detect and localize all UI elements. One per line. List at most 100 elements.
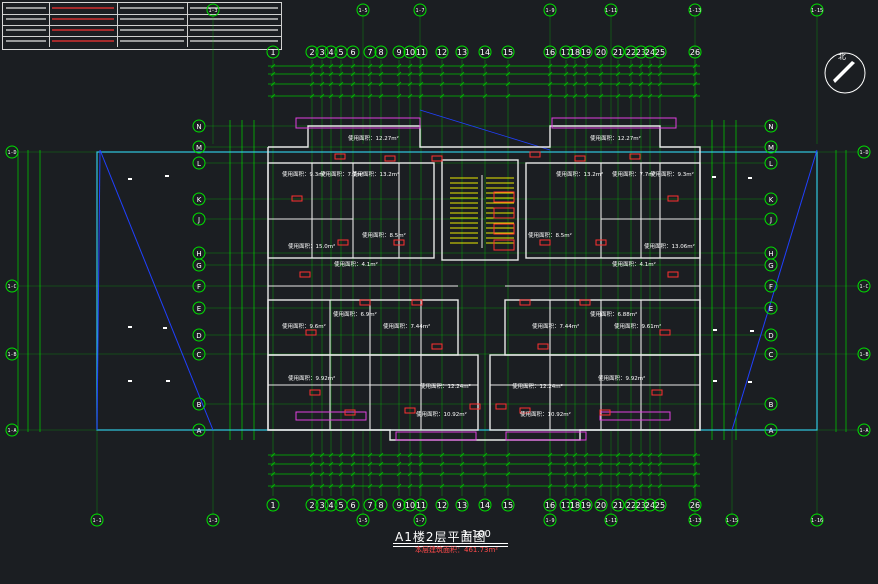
axis-label: F xyxy=(769,283,773,291)
room-area-label: 使用面积：15.0m² xyxy=(288,242,335,250)
axis-bubble xyxy=(392,498,406,512)
axis-bubble xyxy=(324,45,338,59)
fixture-mark xyxy=(667,195,679,202)
axis-bubble xyxy=(688,498,702,512)
outer-axis-label: 1-9 xyxy=(545,8,554,14)
axis-bubble xyxy=(624,498,638,512)
slab-marker xyxy=(166,380,170,382)
axis-bubble xyxy=(192,258,206,272)
axis-label: 13 xyxy=(457,501,467,510)
stair-label-box xyxy=(493,191,515,203)
outer-axis-label: 1-3 xyxy=(208,518,217,524)
axis-label: 24 xyxy=(645,501,655,510)
axis-label: 25 xyxy=(655,48,665,57)
balcony xyxy=(295,117,421,129)
outer-axis-label: 1-7 xyxy=(415,518,424,524)
axis-bubble xyxy=(764,212,778,226)
axis-label: 23 xyxy=(636,48,646,57)
axis-label: 26 xyxy=(690,48,700,57)
axis-label: 22 xyxy=(626,48,636,57)
axis-label: M xyxy=(768,144,774,152)
axis-label: J xyxy=(769,216,772,224)
axis-bubble xyxy=(764,258,778,272)
outer-axis-bubble xyxy=(413,3,427,17)
balcony xyxy=(395,431,477,441)
fixture-mark xyxy=(651,389,663,396)
axis-bubble xyxy=(192,423,206,437)
outer-axis-label: 1-9 xyxy=(545,518,554,524)
outer-axis-bubble xyxy=(5,279,19,293)
room-area-label: 使用面积：7.44m² xyxy=(383,322,430,330)
axis-bubble xyxy=(579,45,593,59)
axis-label: 14 xyxy=(480,501,490,510)
axis-label: 10 xyxy=(405,48,415,57)
axis-bubble xyxy=(543,498,557,512)
axis-label: H xyxy=(768,250,773,258)
outer-axis-label: 1-5 xyxy=(358,8,367,14)
outer-axis-bubble xyxy=(688,513,702,527)
outer-axis-label: 1-C xyxy=(859,284,868,290)
axis-label: 24 xyxy=(645,48,655,57)
axis-bubble xyxy=(363,498,377,512)
axis-label: M xyxy=(196,144,202,152)
axis-bubble xyxy=(305,498,319,512)
fixture-mark xyxy=(595,239,607,246)
fixture-mark xyxy=(574,155,586,162)
room-area-label: 使用面积：6.9m² xyxy=(333,310,377,318)
right-unit-lower xyxy=(489,354,701,431)
slab-marker xyxy=(128,178,132,180)
outer-axis-label: 1-15 xyxy=(811,8,823,14)
fixture-mark xyxy=(495,403,507,410)
stair-label-box xyxy=(493,207,515,219)
axis-label: H xyxy=(196,250,201,258)
axis-label: 8 xyxy=(378,48,383,57)
fixture-mark xyxy=(659,329,671,336)
walls xyxy=(96,109,818,441)
fixture-mark xyxy=(404,407,416,414)
outer-axis-label: 1-1 xyxy=(92,518,101,524)
axis-bubble xyxy=(568,45,582,59)
outer-axis-bubble xyxy=(604,513,618,527)
axis-label: D xyxy=(768,332,773,340)
axis-label: J xyxy=(197,216,200,224)
outer-axis-bubble xyxy=(543,513,557,527)
axis-label: 26 xyxy=(690,501,700,510)
fixture-mark xyxy=(291,195,303,202)
axis-label: 23 xyxy=(636,501,646,510)
axis-bubble xyxy=(478,498,492,512)
axis-label: 9 xyxy=(396,501,401,510)
axis-bubble xyxy=(346,45,360,59)
outer-axis-bubble xyxy=(356,513,370,527)
outer-axis-label: 1-A xyxy=(7,428,16,434)
axis-bubble xyxy=(455,45,469,59)
axis-bubble xyxy=(634,45,648,59)
room-area-label: 使用面积：7.7m² xyxy=(612,170,656,178)
outer-axis-bubble xyxy=(5,145,19,159)
axis-bubble xyxy=(414,45,428,59)
dimension-lines xyxy=(17,63,847,489)
axis-label: B xyxy=(769,401,774,409)
north-label: 北 xyxy=(838,52,846,61)
axis-label: 1 xyxy=(270,48,275,57)
axis-bubble xyxy=(611,45,625,59)
axis-label: 11 xyxy=(416,501,426,510)
room-area-label: 使用面积：4.1m² xyxy=(334,260,378,268)
slab-marker xyxy=(748,177,752,179)
slab-marker xyxy=(165,175,169,177)
axis-bubble xyxy=(764,119,778,133)
stair-label-box xyxy=(493,239,515,251)
axis-label: G xyxy=(768,262,773,270)
axis-label: 19 xyxy=(581,48,591,57)
outer-axis-bubble xyxy=(688,3,702,17)
slab-marker xyxy=(750,330,754,332)
axis-label: 6 xyxy=(350,501,355,510)
axis-bubble xyxy=(315,45,329,59)
roof-line xyxy=(731,149,818,431)
axis-label: 25 xyxy=(655,501,665,510)
axis-label: 20 xyxy=(596,501,606,510)
outer-axis-label: 1-5 xyxy=(358,518,367,524)
room-area-label: 使用面积：6.88m² xyxy=(590,310,637,318)
axis-label: 18 xyxy=(570,501,580,510)
axis-bubble xyxy=(653,45,667,59)
